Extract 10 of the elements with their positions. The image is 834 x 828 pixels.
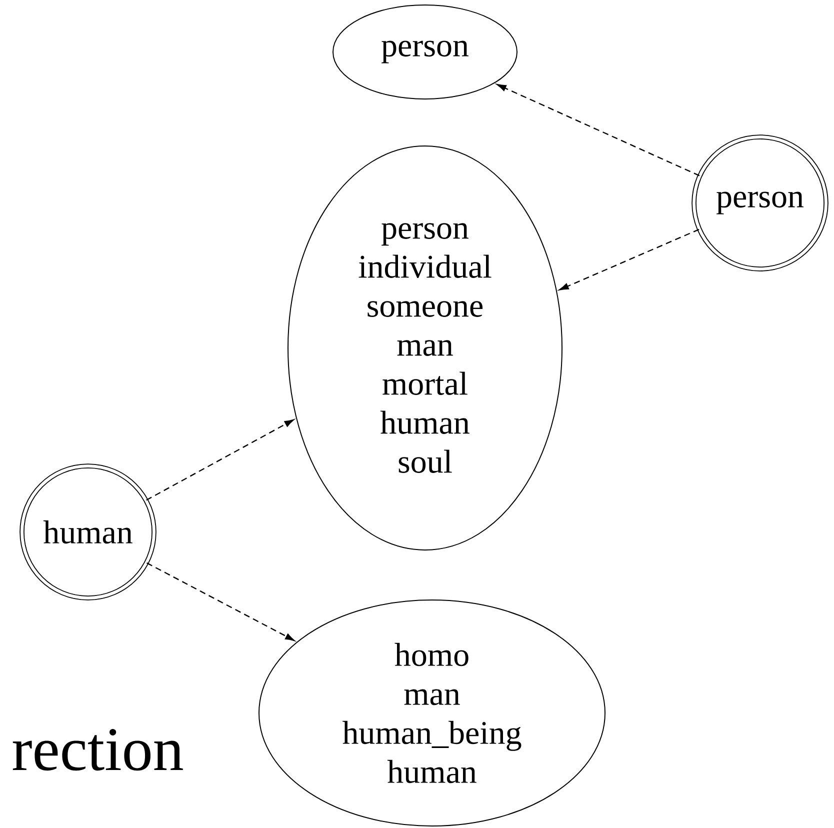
ellipse-node: homo man human_being human	[258, 600, 606, 826]
ellipse-node: person	[332, 4, 518, 100]
arrow	[146, 419, 294, 501]
arrow	[496, 84, 700, 176]
cropped-text: rection	[12, 728, 183, 771]
double-circle-node: human	[20, 464, 156, 600]
double-circle-node: person	[692, 134, 828, 272]
arrow	[146, 562, 295, 641]
arrow	[559, 228, 700, 290]
ellipse-node: person individual someone man mortal human soul	[288, 146, 562, 550]
